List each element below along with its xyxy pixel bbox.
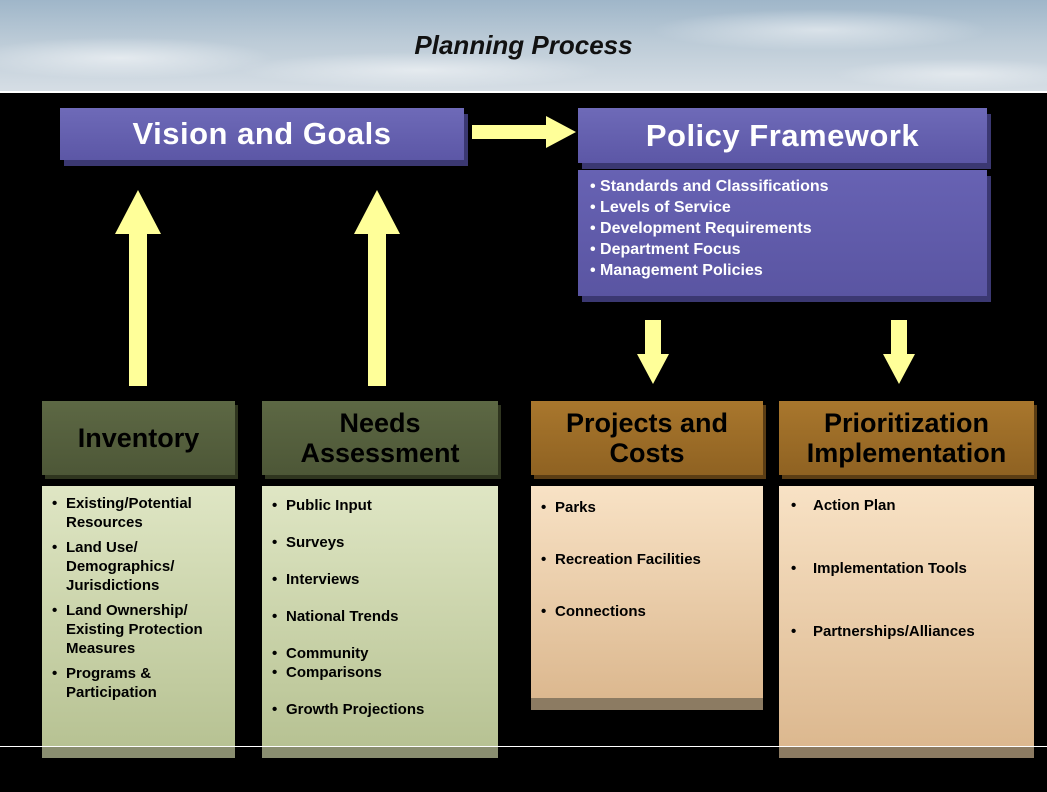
- projects-header: Projects and Costs: [531, 401, 763, 475]
- vision-goals-box: Vision and Goals: [60, 108, 464, 160]
- up-arrow-icon: [115, 190, 161, 386]
- list-item: Land Use/ Demographics/ Jurisdictions: [52, 538, 229, 595]
- policy-framework-label: Policy Framework: [645, 117, 920, 153]
- policy-item: • Department Focus: [590, 241, 741, 258]
- page-title: Planning Process: [414, 30, 633, 60]
- list-item: Interviews: [272, 570, 492, 589]
- prioritization-title-line1: Prioritization: [823, 408, 989, 438]
- policy-item: • Standards and Classifications: [590, 178, 829, 195]
- policy-item: • Management Policies: [590, 262, 763, 279]
- projects-shelf: [531, 698, 763, 710]
- needs-header: Needs Assessment: [262, 401, 498, 475]
- projects-title-line2: Costs: [609, 438, 685, 468]
- list-item: Parks: [541, 498, 757, 517]
- inventory-body: Existing/Potential Resources Land Use/ D…: [42, 486, 235, 746]
- list-item: Existing/Potential Resources: [52, 494, 229, 532]
- policy-list: • Standards and Classifications • Levels…: [578, 170, 987, 296]
- needs-title-line2: Assessment: [300, 438, 460, 468]
- vision-goals-label: Vision and Goals: [132, 116, 392, 151]
- prioritization-body: Action Plan Implementation Tools Partner…: [779, 486, 1034, 746]
- projects-body: Parks Recreation Facilities Connections: [531, 486, 763, 698]
- policy-item: • Levels of Service: [590, 199, 731, 216]
- list-item: National Trends: [272, 607, 492, 626]
- right-arrow-icon: [472, 116, 576, 148]
- list-item: Community: [272, 644, 492, 663]
- needs-shelf: [262, 746, 498, 758]
- inventory-title: Inventory: [77, 423, 200, 453]
- list-item: Action Plan: [791, 496, 1028, 515]
- inventory-shelf: [42, 746, 235, 758]
- list-item: Surveys: [272, 533, 492, 552]
- policy-framework-box: Policy Framework: [578, 108, 987, 163]
- policy-item: • Development Requirements: [590, 220, 812, 237]
- list-item: Programs & Participation: [52, 664, 229, 702]
- list-item: Growth Projections: [272, 700, 492, 719]
- needs-body: Public Input Surveys Interviews National…: [262, 486, 498, 746]
- down-arrow-icon: [637, 320, 669, 384]
- prioritization-shelf: [779, 746, 1034, 758]
- prioritization-header: Prioritization Implementation: [779, 401, 1034, 475]
- list-item: Comparisons: [272, 663, 492, 682]
- header-banner: Planning Process: [0, 0, 1047, 92]
- list-item: Partnerships/Alliances: [791, 622, 1028, 641]
- list-item: Recreation Facilities: [541, 550, 757, 569]
- list-item: Connections: [541, 602, 757, 621]
- header-divider: [0, 91, 1047, 93]
- list-item: Public Input: [272, 496, 492, 515]
- list-item: Implementation Tools: [791, 559, 1028, 578]
- down-arrow-icon: [883, 320, 915, 384]
- projects-title-line1: Projects and: [565, 408, 729, 438]
- inventory-header: Inventory: [42, 401, 235, 475]
- needs-title-line1: Needs: [339, 408, 421, 438]
- up-arrow-icon: [354, 190, 400, 386]
- footer-divider: [0, 746, 1047, 747]
- prioritization-title-line2: Implementation: [806, 438, 1007, 468]
- list-item: Land Ownership/ Existing Protection Meas…: [52, 601, 229, 658]
